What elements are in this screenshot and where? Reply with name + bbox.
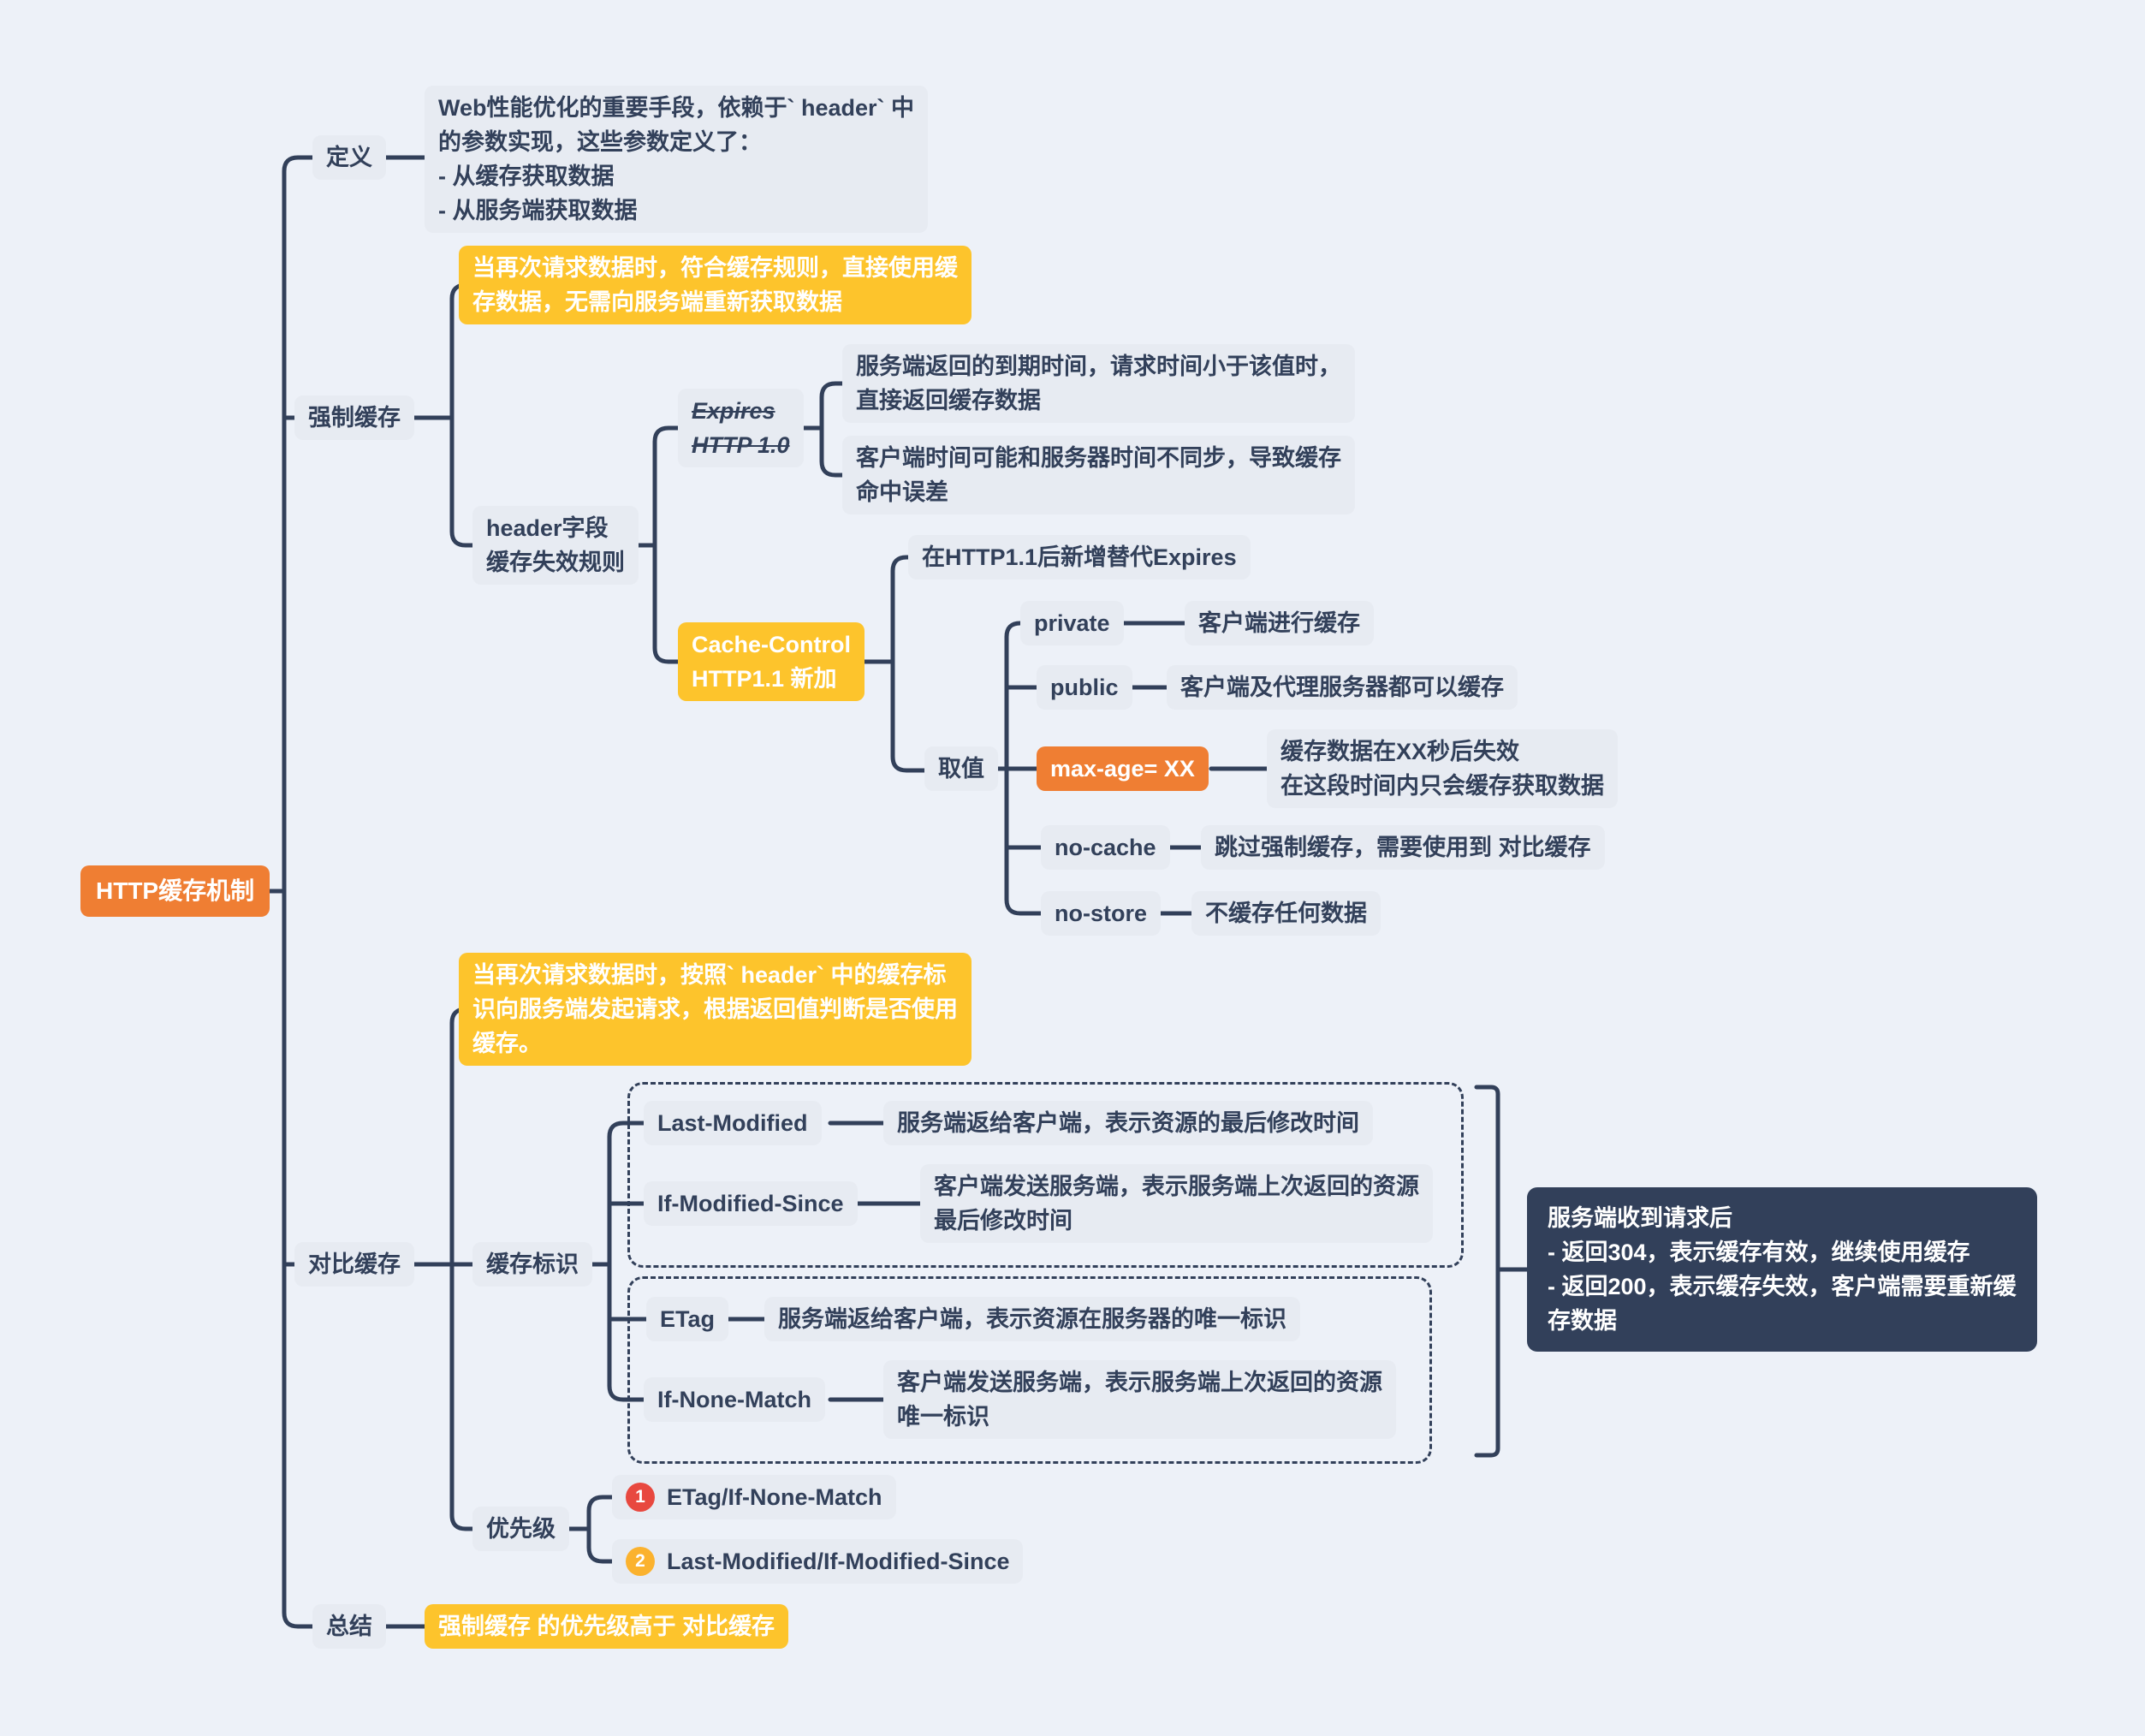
etag-node: ETag <box>646 1297 729 1341</box>
priority-item-2-label: Last-Modified/If-Modified-Since <box>667 1549 1010 1574</box>
value-no-cache: no-cache <box>1041 825 1170 870</box>
cache-control-note: 在HTTP1.1后新增替代Expires <box>908 535 1251 580</box>
root-node: HTTP缓存机制 <box>80 865 270 917</box>
branch-lines <box>449 282 1278 1564</box>
definition-desc: Web性能优化的重要手段，依赖于` header` 中 的参数实现，这些参数定义… <box>425 86 929 233</box>
values-node: 取值 <box>924 746 998 791</box>
if-none-match-desc: 客户端发送服务端，表示服务端上次返回的资源 唯一标识 <box>883 1360 1396 1439</box>
cache-control-node: Cache-Control HTTP1.1 新加 <box>678 622 865 701</box>
value-no-store-desc: 不缓存任何数据 <box>1191 891 1381 936</box>
value-private: private <box>1020 601 1124 645</box>
expires-desc-1: 服务端返回的到期时间，请求时间小于该值时， 直接返回缓存数据 <box>842 344 1355 423</box>
summary-note: 强制缓存 的优先级高于 对比缓存 <box>425 1604 789 1649</box>
modified-group-box <box>627 1082 1464 1268</box>
expires-desc-2: 客户端时间可能和服务器时间不同步，导致缓存 命中误差 <box>842 436 1355 514</box>
branch-compare-cache: 对比缓存 <box>294 1242 414 1287</box>
priority-item-1-label: ETag/If-None-Match <box>667 1484 882 1510</box>
expires-node: Expires HTTP 1.0 <box>678 389 804 467</box>
last-modified-node: Last-Modified <box>644 1101 822 1145</box>
etag-group-box <box>627 1276 1432 1464</box>
value-public: public <box>1037 665 1132 710</box>
etag-desc: 服务端返给客户端，表示资源在服务器的唯一标识 <box>764 1297 1300 1341</box>
compare-cache-summary: 当再次请求数据时，按照` header` 中的缓存标 识向服务端发起请求，根据返… <box>459 953 971 1066</box>
branch-definition: 定义 <box>312 135 386 180</box>
value-no-cache-desc: 跳过强制缓存，需要使用到 对比缓存 <box>1201 825 1605 870</box>
priority-node: 优先级 <box>472 1507 569 1551</box>
if-none-match-node: If-None-Match <box>644 1377 825 1422</box>
value-max-age-desc: 缓存数据在XX秒后失效 在这段时间内只会缓存获取数据 <box>1267 729 1618 808</box>
header-rules-node: header字段 缓存失效规则 <box>472 506 639 585</box>
priority-item-1: 1 ETag/If-None-Match <box>612 1475 896 1519</box>
branch-force-cache: 强制缓存 <box>294 395 414 440</box>
priority-item-2: 2 Last-Modified/If-Modified-Since <box>612 1539 1024 1584</box>
force-cache-summary: 当再次请求数据时，符合缓存规则，直接使用缓 存数据，无需向服务端重新获取数据 <box>459 246 971 324</box>
if-modified-since-desc: 客户端发送服务端，表示服务端上次返回的资源 最后修改时间 <box>920 1164 1433 1243</box>
value-no-store: no-store <box>1041 891 1161 936</box>
server-response-note: 服务端收到请求后 - 返回304，表示缓存有效，继续使用缓存 - 返回200，表… <box>1527 1187 2037 1352</box>
if-modified-since-node: If-Modified-Since <box>644 1181 858 1226</box>
priority-badge-2: 2 <box>626 1547 655 1576</box>
branch-summary: 总结 <box>312 1604 386 1649</box>
main-trunk-line <box>258 155 484 1629</box>
cache-identifier-node: 缓存标识 <box>472 1242 592 1287</box>
value-private-desc: 客户端进行缓存 <box>1185 601 1374 645</box>
value-max-age: max-age= XX <box>1037 746 1209 791</box>
priority-badge-1: 1 <box>626 1483 655 1512</box>
value-public-desc: 客户端及代理服务器都可以缓存 <box>1167 665 1518 710</box>
last-modified-desc: 服务端返给客户端，表示资源的最后修改时间 <box>883 1101 1373 1145</box>
